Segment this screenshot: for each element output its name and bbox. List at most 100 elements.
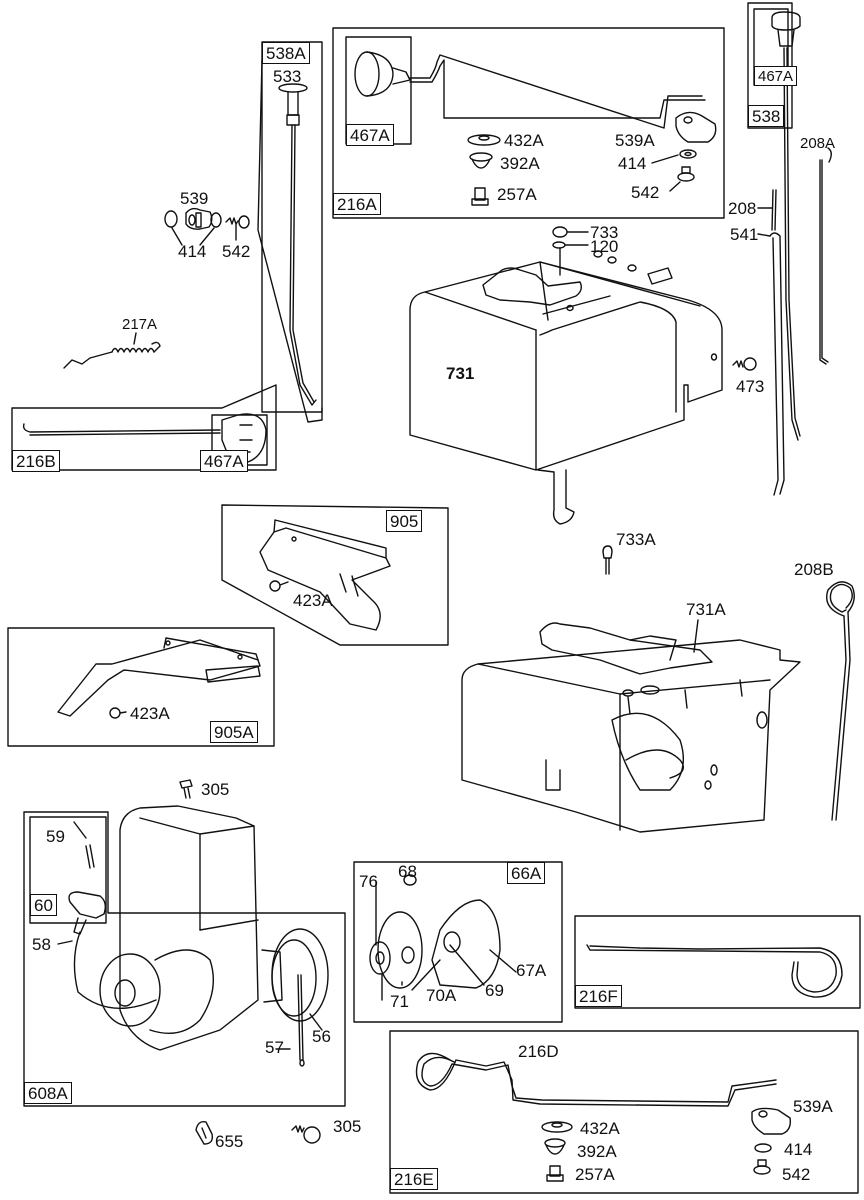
group-label-905: 905 (386, 510, 423, 532)
group-label-467A: 467A (346, 124, 394, 146)
washer-120 (552, 241, 589, 276)
bolt-257A-b (546, 1165, 564, 1182)
rod-216F (586, 944, 843, 998)
part-label-542: 542 (782, 1165, 811, 1184)
part-label-208B: 208B (794, 560, 834, 579)
bolt-257A-a (471, 187, 489, 206)
screw-542-a (677, 166, 695, 182)
group-label-608A: 608A (24, 1082, 72, 1104)
part-label-68: 68 (398, 862, 417, 881)
clip-655 (195, 1120, 214, 1145)
rod-208 (757, 189, 785, 496)
part-label-69: 69 (485, 981, 504, 1000)
part-label-539: 539 (180, 189, 209, 208)
rod-216D (415, 1052, 777, 1107)
part-label-432A: 432A (504, 131, 544, 150)
group-label-66A: 66A (507, 862, 546, 884)
screw-305-b (291, 1125, 321, 1144)
part-label-423A: 423A (130, 704, 170, 723)
part-label-539A: 539A (615, 131, 655, 150)
screw-733A (602, 545, 613, 575)
part-label-541: 541 (730, 225, 759, 244)
part-label-58: 58 (32, 935, 51, 954)
part-label-216D: 216D (518, 1042, 559, 1061)
part-label-414: 414 (618, 154, 647, 173)
part-label-305: 305 (333, 1117, 362, 1136)
part-label-414: 414 (178, 242, 207, 261)
part-label-67A: 67A (516, 961, 547, 980)
part-label-76: 76 (359, 872, 378, 891)
leader-731A (693, 619, 699, 653)
blower-housing-731A (461, 622, 801, 833)
part-label-208A: 208A (800, 135, 836, 152)
rod-208A (819, 147, 832, 365)
part-label-217A: 217A (122, 316, 158, 333)
roll-pin-59 (85, 844, 95, 869)
part-label-432A: 432A (580, 1119, 620, 1138)
group-label-60: 60 (30, 894, 57, 916)
part-label-120: 120 (590, 237, 619, 256)
group-label-216B: 216B (12, 450, 60, 472)
leader-414 (651, 154, 679, 164)
swivel-539 (164, 207, 250, 246)
part-label-57: 57 (265, 1038, 284, 1057)
part-label-392A: 392A (577, 1142, 617, 1161)
group-66A-frame (353, 861, 563, 1023)
screw-542-c (753, 1159, 771, 1175)
leader-59 (73, 821, 87, 839)
grommet-392A-b (544, 1138, 566, 1155)
leader-58 (57, 940, 73, 945)
group-label-467A: 467A (754, 66, 798, 86)
knob-467A-a (354, 51, 706, 129)
washer-432A-b (541, 1121, 573, 1133)
part-label-423A: 423A (293, 591, 333, 610)
group-label-216A: 216A (333, 193, 381, 215)
fuel-tank-731 (409, 250, 723, 525)
part-label-59: 59 (46, 827, 65, 846)
group-label-467A: 467A (200, 450, 248, 472)
part-label-208: 208 (728, 199, 757, 218)
group-label-538A: 538A (262, 42, 310, 64)
rod-208B (826, 581, 855, 821)
dipstick-cap-467A-b (771, 11, 801, 441)
group-216E-frame (389, 1030, 859, 1194)
dipstick-533 (278, 83, 317, 406)
blower-housing-608A (73, 805, 259, 1051)
group-905A-frame (7, 627, 275, 747)
group-label-538: 538 (748, 105, 785, 127)
part-label-414: 414 (784, 1140, 813, 1159)
washer-414-a (679, 149, 697, 159)
part-label-542: 542 (631, 183, 660, 202)
part-label-731A: 731A (686, 600, 726, 619)
part-label-539A: 539A (793, 1097, 833, 1116)
group-905-frame (221, 504, 449, 646)
leader-56 (309, 1013, 323, 1031)
starter-handle-60 (68, 891, 107, 935)
deflector-905 (259, 519, 391, 631)
group-label-216F: 216F (575, 985, 622, 1007)
group-608A-frame (23, 811, 346, 1107)
screw-305-a (179, 779, 193, 799)
screw-423A-a (269, 580, 289, 592)
part-label-56: 56 (312, 1027, 331, 1046)
part-label-733: 733 (590, 223, 619, 242)
part-label-305: 305 (201, 780, 230, 799)
part-label-473: 473 (736, 377, 765, 396)
part-label-71: 71 (390, 992, 409, 1011)
clip-539A-a (675, 111, 717, 143)
part-label-655: 655 (215, 1132, 244, 1151)
screw-733 (552, 226, 589, 238)
part-label-731: 731 (446, 364, 475, 383)
part-label-257A: 257A (497, 185, 537, 204)
clip-539A-b (751, 1107, 792, 1135)
leader-69 (449, 944, 485, 986)
part-label-70A: 70A (426, 986, 457, 1005)
spring-217A (63, 332, 161, 369)
rope-57 (297, 974, 305, 1067)
screw-473 (732, 357, 757, 371)
grommet-392A-a (469, 152, 493, 169)
rope-pulley-56 (261, 928, 329, 1022)
washer-432A-a (467, 134, 501, 146)
